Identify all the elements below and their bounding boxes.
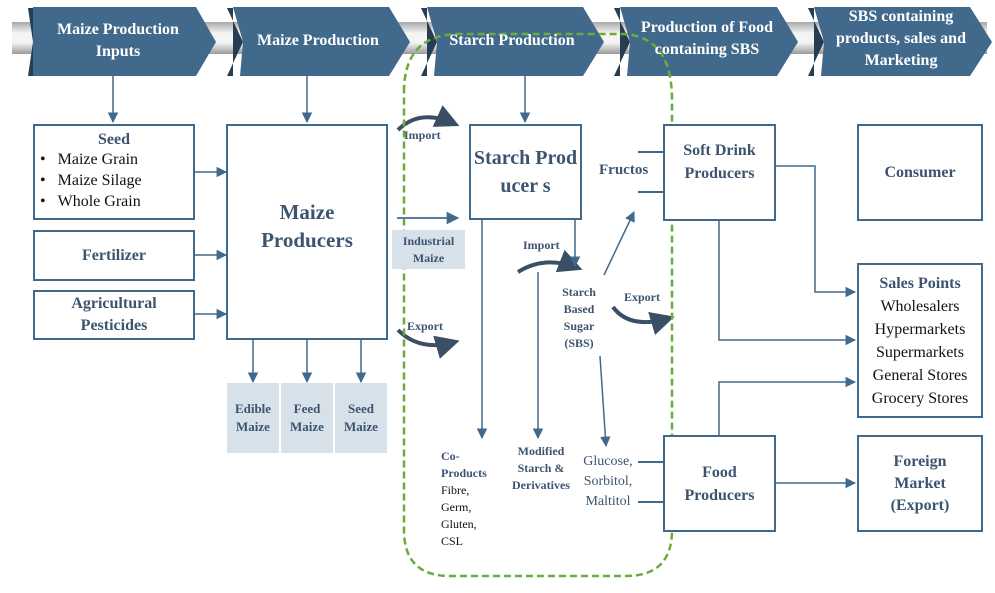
sales-point-item: General Stores <box>872 367 968 384</box>
edible-maize-box: Edible Maize <box>227 383 279 453</box>
seed-box: Seed • Maize Grain • Maize Silage • Whol… <box>33 124 195 220</box>
stage-chevrons <box>28 7 992 76</box>
seed-title: Seed <box>98 131 130 148</box>
co-products-title: Co-Products <box>441 449 487 480</box>
arrow-to-polyols <box>599 355 611 448</box>
food-producers-box: Food Producers <box>663 435 776 532</box>
export-label: Export <box>407 319 443 333</box>
arrow-import-curve <box>396 105 460 132</box>
feed-maize-box: Feed Maize <box>281 383 333 453</box>
consumer-box: Consumer <box>857 124 983 221</box>
stage-chevron-3 <box>427 7 604 76</box>
stage-label-4: Production of Food containing SBS <box>640 19 774 58</box>
seed-item: • Maize Silage <box>40 172 142 189</box>
sales-point-item: Wholesalers <box>880 298 960 315</box>
consumer-label: Consumer <box>884 163 956 181</box>
starch-producers-label: Starch Producer s <box>473 147 578 197</box>
pesticides-label: Agricultural Pesticides <box>71 295 157 334</box>
stage-chevron-4 <box>620 7 798 76</box>
stage-label-2: Maize Production <box>257 32 379 49</box>
soft-drink-producers-box: Soft Drink Producers <box>663 124 776 221</box>
modified-starch-label: Modified Starch & Derivatives <box>512 444 570 492</box>
arrow-export-sbs-curve <box>611 305 675 336</box>
seed-item: • Maize Grain <box>40 151 139 168</box>
maize-producers-box: Maize Producers <box>226 124 388 340</box>
sbs-label: Starch Based Sugar (SBS) <box>562 285 596 350</box>
starch-producers-box: Starch Producer s <box>469 124 582 220</box>
sales-points-title: Sales Points <box>879 275 961 292</box>
arrow-sbs-to-fructose <box>603 211 635 276</box>
export-sbs-label: Export <box>624 290 660 304</box>
sales-point-item: Hypermarkets <box>874 321 966 338</box>
maize-producers-label: Maize Producers <box>261 200 353 252</box>
import-sbs-label: Import <box>523 238 560 252</box>
arrow-soft-drink-to-sales-1 <box>775 165 857 298</box>
stage-label-3: Starch Production <box>449 32 575 49</box>
fertilizer-box: Fertilizer <box>33 230 195 281</box>
polyols-label: Glucose, Sorbitol, Maltitol <box>583 454 633 509</box>
seed-maize-box: Seed Maize <box>335 383 387 453</box>
sales-points-box: Sales Points Wholesalers Hypermarkets Su… <box>857 263 983 418</box>
pesticides-box: Agricultural Pesticides <box>33 290 195 340</box>
arrow-soft-drink-to-sales-2 <box>718 220 857 346</box>
food-producers-label: Food Producers <box>684 463 755 504</box>
sales-point-item: Grocery Stores <box>871 390 969 407</box>
sales-point-item: Supermarkets <box>876 344 964 361</box>
arrow-food-to-sales <box>718 376 857 436</box>
stage-chevron-1 <box>33 7 216 76</box>
fructose-label: Fructos <box>599 162 649 178</box>
arrow-import-sbs-curve <box>516 249 583 274</box>
foreign-market-box: Foreign Market (Export) <box>857 435 983 532</box>
stage-label-1: Maize Production Inputs <box>57 21 179 60</box>
stage-chevron-5 <box>814 7 992 76</box>
seed-item: • Whole Grain <box>40 193 141 210</box>
co-products-block: Co-Products Fibre, Germ, Gluten, CSL <box>441 448 501 550</box>
arrow-export-curve <box>396 328 460 359</box>
industrial-maize-label: Industrial Maize <box>392 230 465 269</box>
fertilizer-label: Fertilizer <box>82 246 146 264</box>
foreign-market-label: Foreign Market (Export) <box>890 452 950 514</box>
import-label: Import <box>404 128 441 142</box>
stage-label-5: SBS containing products, sales and Marke… <box>836 8 966 69</box>
co-products-items: Fibre, Germ, Gluten, CSL <box>441 483 477 548</box>
soft-drink-producers-label: Soft Drink Producers <box>683 141 756 182</box>
stage-chevron-2 <box>233 7 410 76</box>
